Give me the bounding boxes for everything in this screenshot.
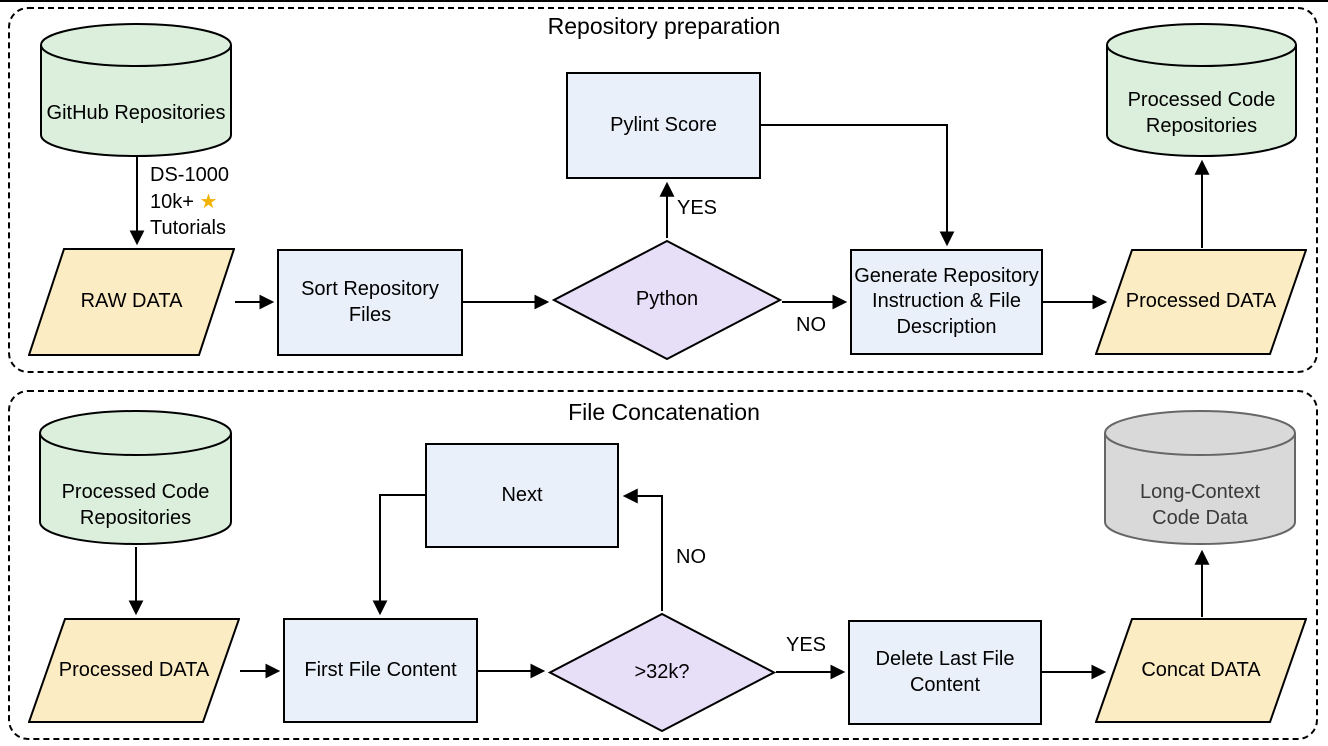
edge-label-no-bottom: NO bbox=[676, 546, 706, 568]
edge-label-no-top: NO bbox=[796, 314, 826, 336]
processed-data-top-parallelogram: Processed DATA bbox=[1095, 249, 1307, 355]
annotation-line-3: Tutorials bbox=[150, 217, 226, 239]
edge-label-yes-top: YES bbox=[677, 197, 718, 219]
node-label: Processed Code Repositories bbox=[61, 481, 210, 529]
edge-annotation-ds1000: DS-1000 10k+ ★ Tutorials bbox=[147, 162, 232, 241]
parallelogram-shape bbox=[1095, 618, 1307, 723]
github-repositories-database: GitHub Repositories bbox=[39, 22, 233, 158]
panel-repository-preparation bbox=[8, 7, 1318, 373]
node-label: Delete Last File Content bbox=[875, 647, 1015, 696]
node-label: Sort Repository Files bbox=[301, 277, 439, 326]
parallelogram-shape bbox=[28, 618, 240, 723]
diamond-shape bbox=[552, 239, 782, 361]
long-context-code-data-database: Long-Context Code Data bbox=[1103, 408, 1297, 548]
bottom-panel-title: File Concatenation bbox=[568, 399, 760, 425]
node-label: Processed DATA bbox=[58, 658, 210, 681]
top-panel-title: Repository preparation bbox=[547, 13, 781, 39]
python-decision-diamond: Python bbox=[552, 239, 782, 361]
pylint-score-box: Pylint Score bbox=[566, 72, 761, 179]
annotation-10k-text: 10k+ bbox=[150, 191, 194, 213]
cylinder-shape bbox=[1104, 410, 1296, 545]
node-label: Python bbox=[635, 288, 699, 311]
star-icon: ★ bbox=[199, 189, 218, 213]
node-label: RAW DATA bbox=[80, 290, 183, 313]
node-label: Processed DATA bbox=[1125, 290, 1277, 313]
processed-data-bottom-parallelogram: Processed DATA bbox=[28, 618, 240, 723]
processed-code-repositories-bottom-database: Processed Code Repositories bbox=[38, 408, 233, 548]
node-label: Concat DATA bbox=[1141, 658, 1261, 681]
node-label: >32k? bbox=[634, 660, 690, 683]
node-label: Pylint Score bbox=[610, 113, 717, 136]
parallelogram-shape bbox=[1095, 249, 1307, 355]
node-label: Generate Repository Instruction & File D… bbox=[854, 264, 1039, 338]
figure-bottom-border bbox=[0, 0, 1328, 2]
cylinder-shape bbox=[40, 23, 232, 157]
cylinder-shape bbox=[1106, 23, 1297, 157]
generate-instruction-box: Generate Repository Instruction & File D… bbox=[850, 249, 1043, 355]
size-decision-diamond: >32k? bbox=[548, 612, 776, 733]
sort-repository-files-box: Sort Repository Files bbox=[277, 249, 463, 356]
raw-data-parallelogram: RAW DATA bbox=[28, 248, 235, 356]
next-box: Next bbox=[425, 443, 619, 548]
node-label: Processed Code Repositories bbox=[1127, 89, 1276, 137]
parallelogram-shape bbox=[28, 248, 235, 356]
first-file-content-box: First File Content bbox=[283, 618, 478, 723]
cylinder-shape bbox=[39, 410, 232, 545]
panel-file-concatenation bbox=[8, 390, 1318, 740]
annotation-line-2: 10k+ ★ bbox=[150, 188, 229, 215]
edge-label-yes-bottom: YES bbox=[786, 634, 827, 656]
diamond-shape bbox=[548, 612, 776, 733]
annotation-line-1: DS-1000 bbox=[150, 164, 229, 186]
concat-data-parallelogram: Concat DATA bbox=[1095, 618, 1307, 723]
processed-code-repositories-top-database: Processed Code Repositories bbox=[1105, 22, 1298, 158]
delete-last-file-content-box: Delete Last File Content bbox=[848, 620, 1042, 725]
node-label: GitHub Repositories bbox=[46, 102, 226, 125]
node-label: Long-Context Code Data bbox=[1139, 481, 1261, 529]
node-label: First File Content bbox=[304, 658, 457, 681]
node-label: Next bbox=[501, 483, 543, 506]
